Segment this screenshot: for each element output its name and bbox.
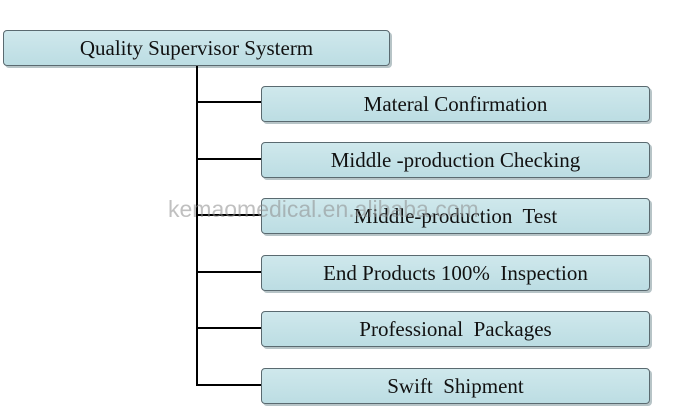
- branch-connector-5: [196, 327, 261, 329]
- child-node-end-products-inspection: End Products 100% Inspection: [261, 255, 650, 291]
- child-node-swift-shipment: Swift Shipment: [261, 368, 650, 404]
- child-node-label: Materal Confirmation: [363, 91, 548, 116]
- child-node-label: Swift Shipment: [387, 373, 524, 398]
- child-node-professional-packages: Professional Packages: [261, 311, 650, 347]
- child-node-label: Middle-production Test: [353, 203, 558, 228]
- child-node-label: End Products 100% Inspection: [323, 260, 588, 285]
- watermark: kemaomedical.en.alibaba.com: [168, 196, 479, 222]
- child-node-middle-production-checking: Middle -production Checking: [261, 142, 650, 178]
- branch-connector-4: [196, 271, 261, 273]
- root-node-label: Quality Supervisor Systerm: [79, 35, 314, 60]
- child-node-material-confirmation: Materal Confirmation: [261, 86, 650, 122]
- trunk-connector: [196, 66, 198, 386]
- child-node-label: Middle -production Checking: [330, 147, 581, 172]
- branch-connector-1: [196, 101, 261, 103]
- child-node-label: Professional Packages: [359, 316, 552, 341]
- root-node-quality-supervisor-system: Quality Supervisor Systerm: [3, 30, 390, 66]
- branch-connector-6: [196, 384, 261, 386]
- child-node-middle-production-test: Middle-production Test: [261, 198, 650, 234]
- branch-connector-2: [196, 158, 261, 160]
- branch-connector-3: [196, 214, 261, 216]
